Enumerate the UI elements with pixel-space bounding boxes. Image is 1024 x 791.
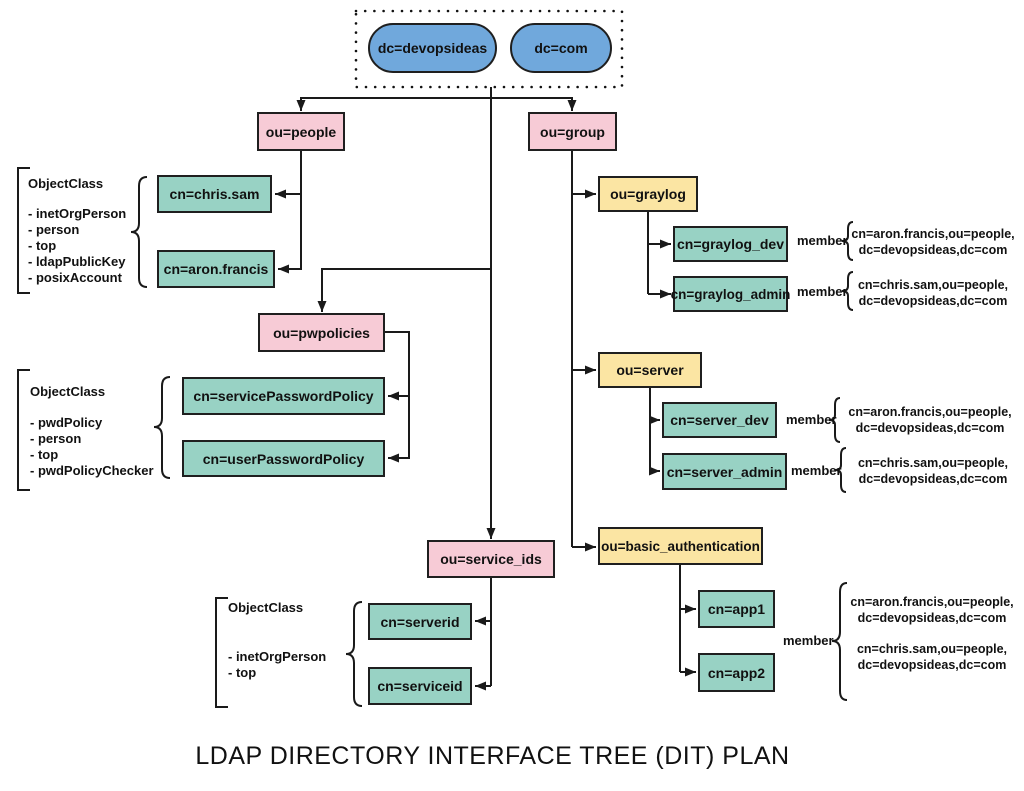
- member-dn-server-admin: cn=chris.sam,ou=people, dc=devopsideas,d…: [857, 456, 1009, 486]
- member-label-server-admin: member: [791, 463, 842, 478]
- curly-brace: [828, 397, 841, 443]
- curly-brace: [841, 221, 854, 261]
- square-bracket: [215, 597, 228, 708]
- member-dn-graylog-dev: cn=aron.francis,ou=people, dc=devopsidea…: [851, 227, 1015, 257]
- node-cn-serverid: cn=serverid: [368, 603, 472, 640]
- node-cn-server-admin: cn=server_admin: [662, 453, 787, 490]
- square-bracket: [17, 167, 30, 294]
- curly-brace: [153, 376, 171, 479]
- node-cn-graylog-dev: cn=graylog_dev: [673, 226, 788, 262]
- objectclass-annotation-people: ObjectClass - inetOrgPerson - person - t…: [28, 176, 126, 286]
- tree-edges: [275, 87, 696, 691]
- curly-brace: [834, 447, 847, 493]
- member-dn-graylog-admin: cn=chris.sam,ou=people, dc=devopsideas,d…: [857, 278, 1009, 308]
- node-cn-graylog-admin: cn=graylog_admin: [671, 276, 790, 312]
- node-cn-servicepasswordpolicy: cn=servicePasswordPolicy: [182, 377, 385, 415]
- square-bracket: [17, 369, 30, 491]
- objectclass-annotation-service-ids: ObjectClass - inetOrgPerson - top: [228, 600, 326, 681]
- node-ou-service-ids: ou=service_ids: [427, 540, 555, 578]
- member-dn-apps: cn=aron.francis,ou=people, dc=devopsidea…: [850, 595, 1014, 672]
- curly-brace: [831, 582, 848, 701]
- curly-braces: [130, 176, 854, 707]
- objectclass-items: - inetOrgPerson - person - top - ldapPub…: [28, 206, 127, 285]
- objectclass-brackets: [17, 167, 228, 708]
- member-dn-server-dev: cn=aron.francis,ou=people, dc=devopsidea…: [848, 405, 1012, 435]
- root-dotted-border: [354, 9, 624, 89]
- node-dc-com: dc=com: [510, 23, 612, 73]
- node-ou-group: ou=group: [528, 112, 617, 151]
- objectclass-items: - pwdPolicy - person - top - pwdPolicyCh…: [30, 415, 154, 478]
- curly-brace: [345, 601, 363, 707]
- member-label-graylog-dev: member: [797, 233, 848, 248]
- node-ou-server: ou=server: [598, 352, 702, 388]
- node-cn-server-dev: cn=server_dev: [662, 402, 777, 438]
- member-label-graylog-admin: member: [797, 284, 848, 299]
- node-cn-app2: cn=app2: [698, 653, 775, 692]
- curly-brace: [130, 176, 148, 288]
- node-ou-graylog: ou=graylog: [598, 176, 698, 212]
- node-ou-basic-authentication: ou=basic_authentication: [598, 527, 763, 565]
- member-label-apps: member: [783, 633, 834, 648]
- member-label-server-dev: member: [786, 412, 837, 427]
- node-cn-userpasswordpolicy: cn=userPasswordPolicy: [182, 440, 385, 477]
- node-dc-devopsideas: dc=devopsideas: [368, 23, 497, 73]
- node-cn-chris-sam: cn=chris.sam: [157, 175, 272, 213]
- objectclass-title: ObjectClass: [28, 176, 104, 191]
- node-cn-app1: cn=app1: [698, 590, 775, 628]
- curly-brace: [841, 271, 854, 311]
- node-ou-people: ou=people: [257, 112, 345, 151]
- objectclass-title: ObjectClass: [30, 384, 106, 399]
- objectclass-annotation-pwpolicies: ObjectClass - pwdPolicy - person - top -…: [30, 384, 154, 479]
- node-cn-aron-francis: cn=aron.francis: [157, 250, 275, 288]
- objectclass-title: ObjectClass: [228, 600, 304, 615]
- diagram-title: LDAP DIRECTORY INTERFACE TREE (DIT) PLAN: [195, 742, 790, 770]
- node-cn-serviceid: cn=serviceid: [368, 667, 472, 705]
- objectclass-items: - inetOrgPerson - top: [228, 649, 327, 680]
- node-ou-pwpolicies: ou=pwpolicies: [258, 313, 385, 352]
